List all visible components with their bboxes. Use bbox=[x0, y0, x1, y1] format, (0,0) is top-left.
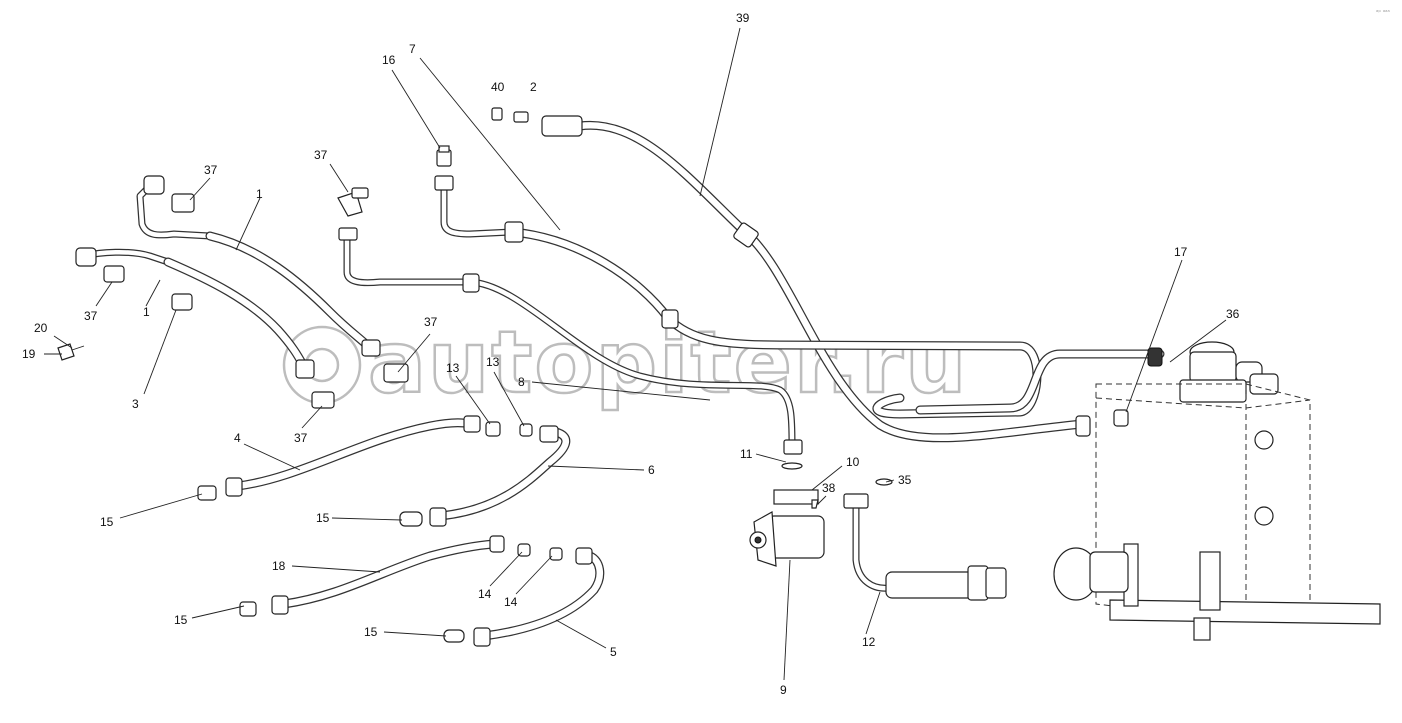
callout-37-a: 37 bbox=[204, 163, 218, 177]
hose-18 bbox=[271, 535, 505, 615]
motor-9 bbox=[749, 511, 825, 567]
hydraulic-tank bbox=[1053, 383, 1381, 641]
fitting-11 bbox=[781, 462, 803, 470]
callout-labels: 39 7 16 40 2 37 37 1 1 37 20 19 3 37 37 … bbox=[22, 11, 1240, 697]
fitting-37-c bbox=[103, 265, 125, 283]
watermark-text: autopiter.ru bbox=[368, 313, 968, 413]
fitting-15-b bbox=[399, 511, 423, 527]
fitting-16 bbox=[436, 145, 452, 167]
callout-3: 3 bbox=[132, 397, 139, 411]
callout-5: 5 bbox=[610, 645, 617, 659]
callout-1-a: 1 bbox=[256, 187, 263, 201]
callout-14-b: 14 bbox=[504, 595, 518, 609]
fitting-14-b bbox=[549, 547, 563, 561]
callout-4: 4 bbox=[234, 431, 241, 445]
fitting-19-20 bbox=[57, 343, 85, 361]
part-10 bbox=[773, 489, 819, 505]
hose-39 bbox=[541, 115, 1091, 443]
corner-mark: ᵃᵖ ᵃᵃᵃ bbox=[1376, 9, 1390, 16]
hose-6 bbox=[429, 425, 571, 527]
pipe-8 bbox=[338, 227, 803, 455]
callout-17: 17 bbox=[1174, 245, 1188, 259]
callout-37-c: 37 bbox=[84, 309, 98, 323]
callout-2: 2 bbox=[530, 80, 537, 94]
hose-1-upper bbox=[136, 175, 381, 357]
watermark: autopiter.ru bbox=[282, 312, 968, 414]
callout-10: 10 bbox=[846, 455, 860, 469]
callout-14-a: 14 bbox=[478, 587, 492, 601]
fitting-15-c bbox=[239, 601, 257, 617]
callout-20: 20 bbox=[34, 321, 48, 335]
breather-36 bbox=[1179, 341, 1279, 403]
hose-5 bbox=[473, 547, 605, 647]
callout-15-a: 15 bbox=[100, 515, 114, 529]
callout-37-b: 37 bbox=[314, 148, 328, 162]
hose-17 bbox=[915, 347, 1165, 415]
callout-36: 36 bbox=[1226, 307, 1240, 321]
callout-39: 39 bbox=[736, 11, 750, 25]
callout-13-b: 13 bbox=[486, 355, 500, 369]
fitting-37-a bbox=[171, 193, 195, 213]
callout-15-b: 15 bbox=[316, 511, 330, 525]
callout-13-a: 13 bbox=[446, 361, 460, 375]
fitting-35 bbox=[875, 478, 893, 486]
hose-1-lower bbox=[75, 247, 315, 379]
callout-18: 18 bbox=[272, 559, 286, 573]
callout-15-d: 15 bbox=[364, 625, 378, 639]
fitting-40 bbox=[491, 107, 503, 121]
fitting-13-a bbox=[485, 421, 501, 437]
fitting-37-d bbox=[383, 363, 409, 383]
callout-12: 12 bbox=[862, 635, 876, 649]
callout-6: 6 bbox=[648, 463, 655, 477]
callout-19: 19 bbox=[22, 347, 36, 361]
hose-12 bbox=[843, 493, 1007, 601]
callout-35: 35 bbox=[898, 473, 912, 487]
callout-7: 7 bbox=[409, 42, 416, 56]
fitting-38 bbox=[811, 499, 819, 509]
callout-1-b: 1 bbox=[143, 305, 150, 319]
fitting-2 bbox=[513, 111, 529, 123]
leader-lines bbox=[44, 27, 1227, 681]
callout-37-e: 37 bbox=[294, 431, 308, 445]
fitting-15-d bbox=[443, 629, 465, 643]
callout-8: 8 bbox=[518, 375, 525, 389]
fitting-3 bbox=[171, 293, 193, 311]
callout-15-c: 15 bbox=[174, 613, 188, 627]
hose-7 bbox=[434, 175, 1042, 419]
callout-9: 9 bbox=[780, 683, 787, 697]
callout-38: 38 bbox=[822, 481, 836, 495]
callout-37-d: 37 bbox=[424, 315, 438, 329]
callout-11: 11 bbox=[740, 447, 753, 461]
callout-40: 40 bbox=[491, 80, 505, 94]
fitting-13-b bbox=[519, 423, 533, 437]
fitting-37-b bbox=[337, 187, 369, 217]
callout-16: 16 bbox=[382, 53, 396, 67]
hose-4 bbox=[225, 415, 481, 497]
fitting-15-a bbox=[197, 485, 217, 501]
fitting-37-e bbox=[311, 391, 335, 409]
